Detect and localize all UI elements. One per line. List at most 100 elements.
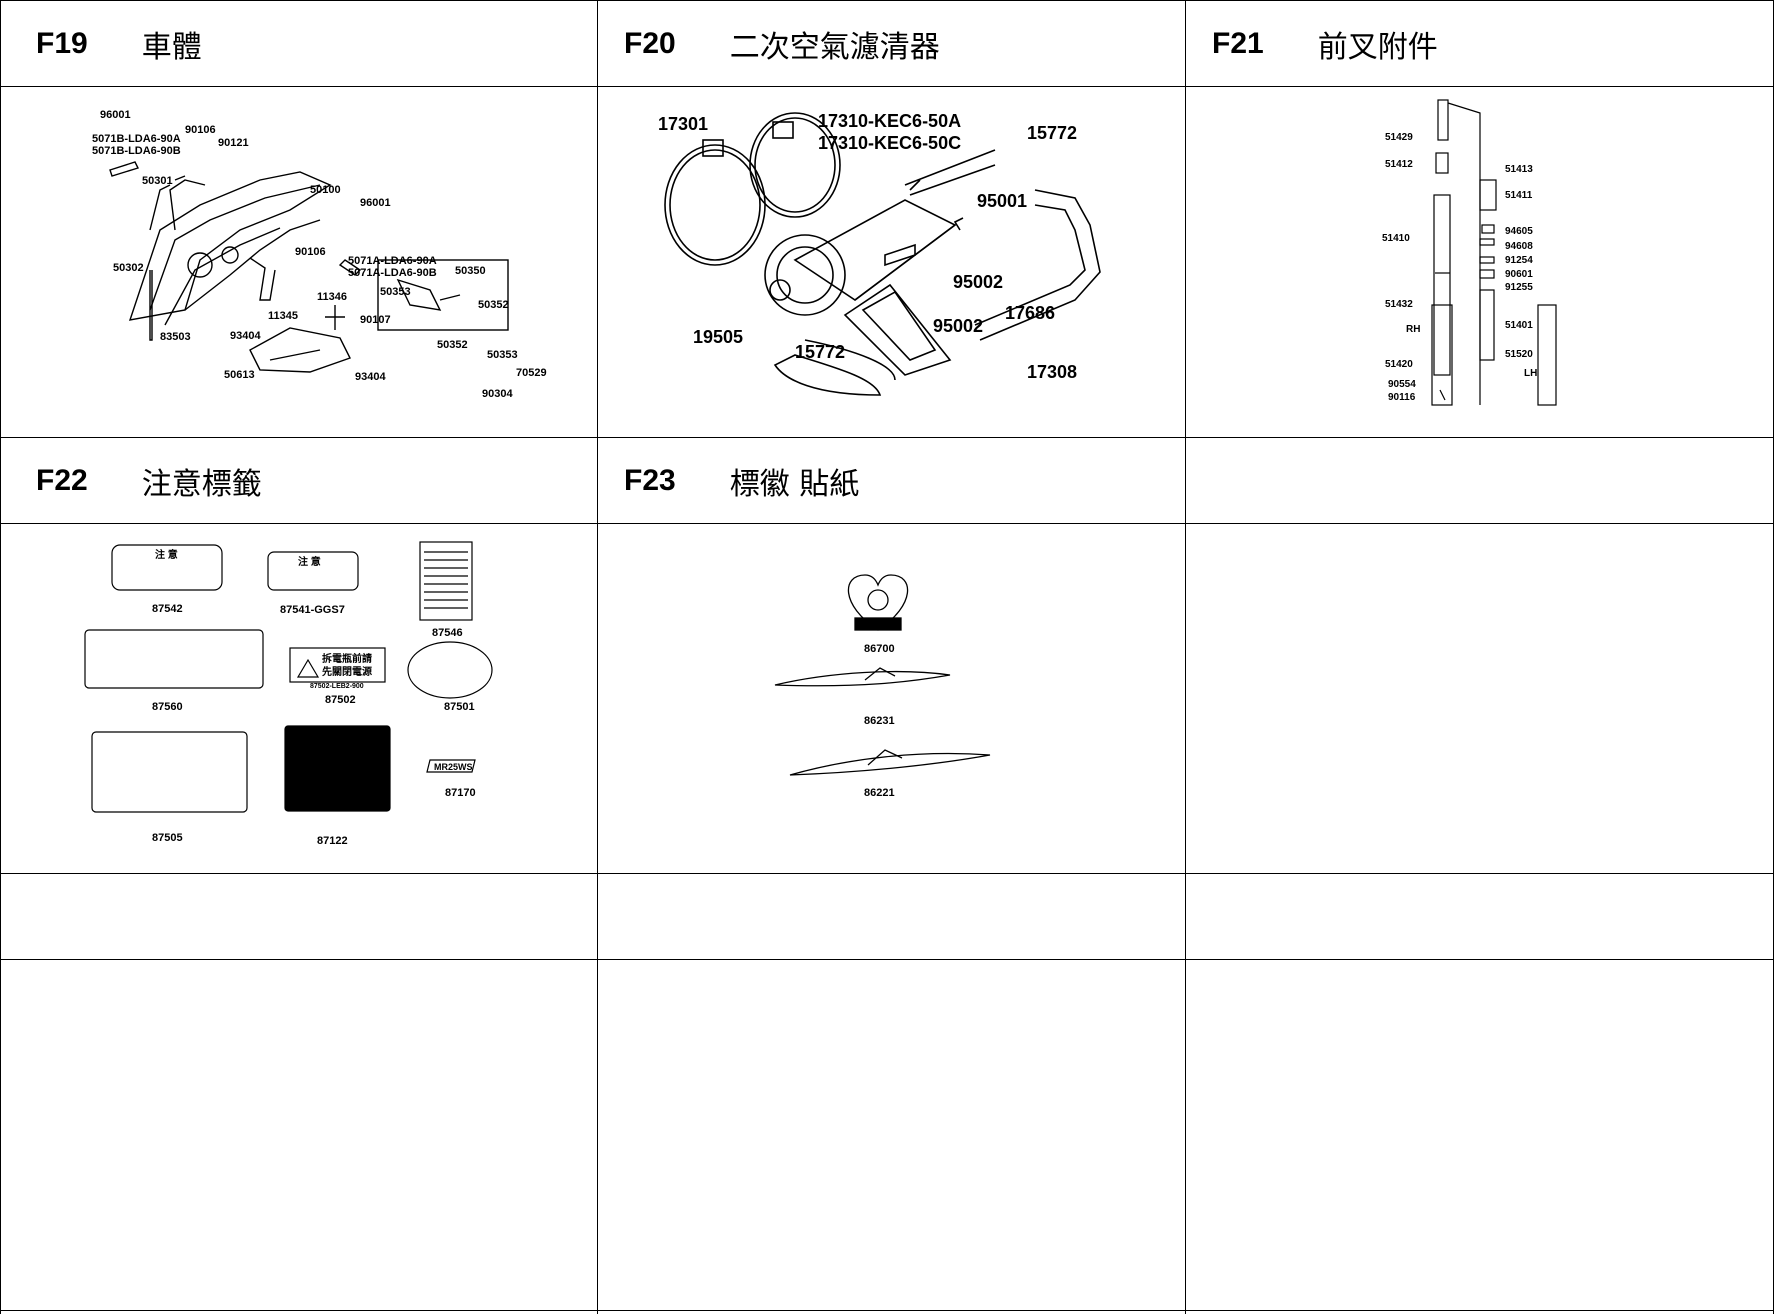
grid-line: [1185, 0, 1186, 1314]
part-number-5071a-90a: 5071A-LDA6-90A: [348, 255, 437, 267]
part-number-15772: 15772: [1027, 123, 1077, 143]
cleaner-drawing: [664, 112, 1101, 396]
part-number-51413: 51413: [1505, 164, 1533, 175]
part-number-87170: 87170: [445, 787, 476, 799]
part-number-87505: 87505: [152, 832, 183, 844]
part-number-87501: 87501: [444, 701, 475, 713]
part-number-50100: 50100: [310, 184, 341, 196]
part-number-51410: 51410: [1382, 233, 1410, 244]
part-number-11346: 11346: [317, 291, 347, 303]
part-number-86700: 86700: [864, 643, 895, 655]
part-number-87560: 87560: [152, 701, 183, 713]
emblem-drawings: [774, 574, 991, 776]
part-number-96001: 96001: [100, 110, 131, 121]
part-number-50301: 50301: [142, 175, 173, 187]
frame-body-diagram: 96001 5071B-LDA6-90A 5071B-LDA6-90B 9010…: [92, 110, 547, 400]
part-number-51412: 51412: [1385, 159, 1413, 170]
fork-side-lh: LH: [1524, 368, 1537, 379]
section-header: F19 車體: [36, 2, 202, 86]
section-code: F20: [624, 27, 676, 60]
part-number-5071b-90b: 5071B-LDA6-90B: [92, 145, 181, 157]
section-code: F22: [36, 464, 88, 497]
part-number-5071b-90a: 5071B-LDA6-90A: [92, 133, 181, 145]
label-texts: 注 意 注 意 拆電瓶前請 先關閉電源 87502-LEB2-900 MR25W…: [155, 548, 473, 772]
part-number-90304: 90304: [482, 388, 513, 400]
part-number-50613: 50613: [224, 369, 255, 381]
part-number-51432: 51432: [1385, 299, 1413, 310]
part-callouts: 17301 17310-KEC6-50A 17310-KEC6-50C 1577…: [658, 111, 1077, 382]
secondary-air-cleaner-diagram: 17301 17310-KEC6-50A 17310-KEC6-50C 1577…: [658, 111, 1101, 396]
section-title: 注意標籤: [141, 467, 262, 502]
part-number-51420: 51420: [1385, 359, 1413, 370]
battery-warning-code: 87502-LEB2-900: [310, 683, 364, 690]
part-number-87541-ggs7: 87541-GGS7: [280, 604, 345, 616]
part-number-17310-50a: 17310-KEC6-50A: [818, 111, 961, 131]
section-title: 標徽 貼紙: [729, 467, 860, 502]
part-number-83503: 83503: [160, 331, 191, 343]
part-number-90107: 90107: [360, 314, 391, 326]
part-number-50302: 50302: [113, 262, 144, 274]
grid-line: [0, 0, 1, 1314]
caution-heading: 注 意: [155, 548, 178, 561]
part-callouts: 96001 5071B-LDA6-90A 5071B-LDA6-90B 9010…: [92, 110, 547, 400]
part-number-94608: 94608: [1505, 241, 1533, 252]
part-number-93404: 93404: [230, 330, 261, 342]
part-number-91255: 91255: [1505, 282, 1533, 293]
part-number-19505: 19505: [693, 327, 743, 347]
part-number-17686: 17686: [1005, 303, 1055, 323]
part-number-93404: 93404: [355, 371, 386, 383]
part-number-51401: 51401: [1505, 320, 1533, 331]
part-number-5071a-90b: 5071A-LDA6-90B: [348, 267, 437, 279]
section-title: 前叉附件: [1317, 30, 1438, 65]
emblem-sticker-diagram: 86700 86231 86221: [774, 574, 991, 799]
section-header: F22 注意標籤: [36, 439, 262, 523]
section-header: F23 標徽 貼紙: [624, 439, 859, 523]
grid-line: [597, 0, 598, 1314]
part-number-95002: 95002: [933, 316, 983, 336]
part-number-90601: 90601: [1505, 269, 1533, 280]
part-number-90116: 90116: [1388, 392, 1416, 403]
fork-drawing: [1431, 99, 1557, 406]
grid-line: [0, 86, 1774, 87]
part-number-50352: 50352: [437, 339, 468, 351]
part-number-50353: 50353: [487, 349, 518, 361]
section-title: 二次空氣濾清器: [729, 30, 940, 65]
part-number-96001: 96001: [360, 197, 391, 209]
part-number-90121: 90121: [218, 137, 249, 149]
part-number-90106: 90106: [185, 124, 216, 136]
section-header: F21 前叉附件: [1212, 2, 1438, 86]
part-number-90554: 90554: [1388, 379, 1416, 390]
caution-heading: 注 意: [298, 555, 321, 568]
part-number-50352: 50352: [478, 299, 509, 311]
part-number-87502: 87502: [325, 694, 356, 706]
section-title: 車體: [141, 30, 202, 65]
part-callouts: 86700 86231 86221: [864, 643, 895, 799]
battery-warning-line: 拆電瓶前請: [322, 652, 372, 665]
grid-line: [0, 1310, 1774, 1311]
grid-line: [0, 523, 1774, 524]
part-number-51411: 51411: [1505, 190, 1533, 201]
model-emblem-text: MR25WS: [434, 762, 473, 772]
battery-warning-line: 先關閉電源: [322, 665, 372, 678]
part-number-86221: 86221: [864, 787, 895, 799]
part-number-17308: 17308: [1027, 362, 1077, 382]
part-number-17310-50c: 17310-KEC6-50C: [818, 133, 961, 153]
fork-side-rh: RH: [1406, 324, 1420, 335]
part-number-90106: 90106: [295, 246, 326, 258]
part-number-87546: 87546: [432, 627, 463, 639]
grid-line: [0, 959, 1774, 960]
part-callouts: 51429 51412 51413 51411 51410 94605 9460…: [1382, 132, 1537, 403]
section-header: F20 二次空氣濾清器: [624, 2, 940, 86]
frame-drawing: [109, 161, 509, 373]
part-number-70529: 70529: [516, 367, 547, 379]
caution-labels-diagram: 注 意 注 意 拆電瓶前請 先關閉電源 87502-LEB2-900 MR25W…: [84, 541, 493, 847]
part-number-51520: 51520: [1505, 349, 1533, 360]
part-number-87542: 87542: [152, 603, 183, 615]
part-number-11345: 11345: [268, 310, 298, 322]
part-number-95001: 95001: [977, 191, 1027, 211]
part-callouts: 87542 87541-GGS7 87546 87560 87502 87501…: [152, 603, 476, 847]
grid-line: [0, 437, 1774, 438]
part-number-50353: 50353: [380, 286, 411, 298]
section-code: F19: [36, 27, 88, 60]
